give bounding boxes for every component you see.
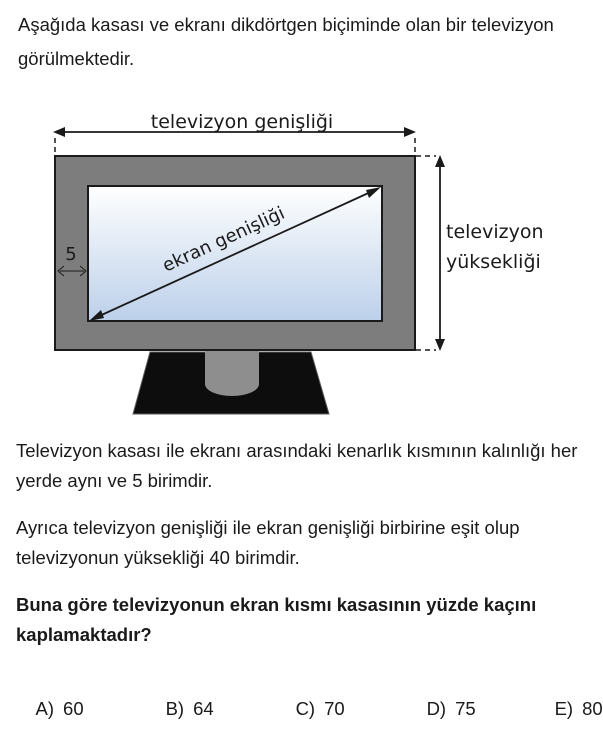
paragraph-size-info: Ayrıca televizyon genişliği ile ekran ge…	[16, 517, 520, 568]
tv-stand-neck-bottom	[205, 372, 259, 396]
question-text: Buna göre televizyonun ekran kısmı kasas…	[16, 594, 537, 645]
option-b-label: B)	[165, 698, 185, 719]
option-d-label: D)	[426, 698, 447, 719]
tv-height-label-line2: yüksekliği	[446, 251, 541, 273]
screen-diagonal-arrow-start	[89, 310, 104, 321]
border-thickness-arrow-right	[79, 265, 87, 277]
option-e-label: E)	[554, 698, 574, 719]
option-e[interactable]: E) 80	[534, 676, 603, 742]
tv-width-arrow-right	[404, 127, 416, 137]
tv-width-arrow-left	[53, 127, 65, 137]
option-e-value: 80	[582, 698, 603, 719]
tv-height-arrow-top	[435, 155, 445, 167]
option-d[interactable]: D) 75	[406, 676, 476, 742]
option-a-value: 60	[63, 698, 84, 719]
tv-height-label-line1: televizyon	[446, 221, 544, 243]
option-c-value: 70	[324, 698, 345, 719]
intro-text: Aşağıda kasası ve ekranı dikdörtgen biçi…	[18, 14, 554, 69]
answer-options: A) 60 B) 64 C) 70 D) 75 E) 80	[16, 676, 603, 719]
screen-diagonal-arrow-end	[366, 187, 381, 198]
option-a[interactable]: A) 60	[16, 676, 84, 742]
border-thickness-label: 5	[65, 244, 76, 265]
option-c[interactable]: C) 70	[275, 676, 345, 742]
option-a-label: A)	[35, 698, 55, 719]
option-b-value: 64	[193, 698, 214, 719]
option-d-value: 75	[455, 698, 476, 719]
paragraph-border-info: Televizyon kasası ile ekranı arasındaki …	[16, 440, 578, 491]
tv-diagram: ekran genişliği televizyon genişliği tel…	[53, 111, 544, 415]
option-b[interactable]: B) 64	[145, 676, 214, 742]
option-c-label: C)	[295, 698, 316, 719]
border-thickness-arrow-left	[57, 265, 65, 277]
screen-diagonal-line	[94, 189, 376, 319]
tv-height-arrow-bottom	[435, 339, 445, 351]
tv-width-label: televizyon genişliği	[151, 111, 333, 133]
